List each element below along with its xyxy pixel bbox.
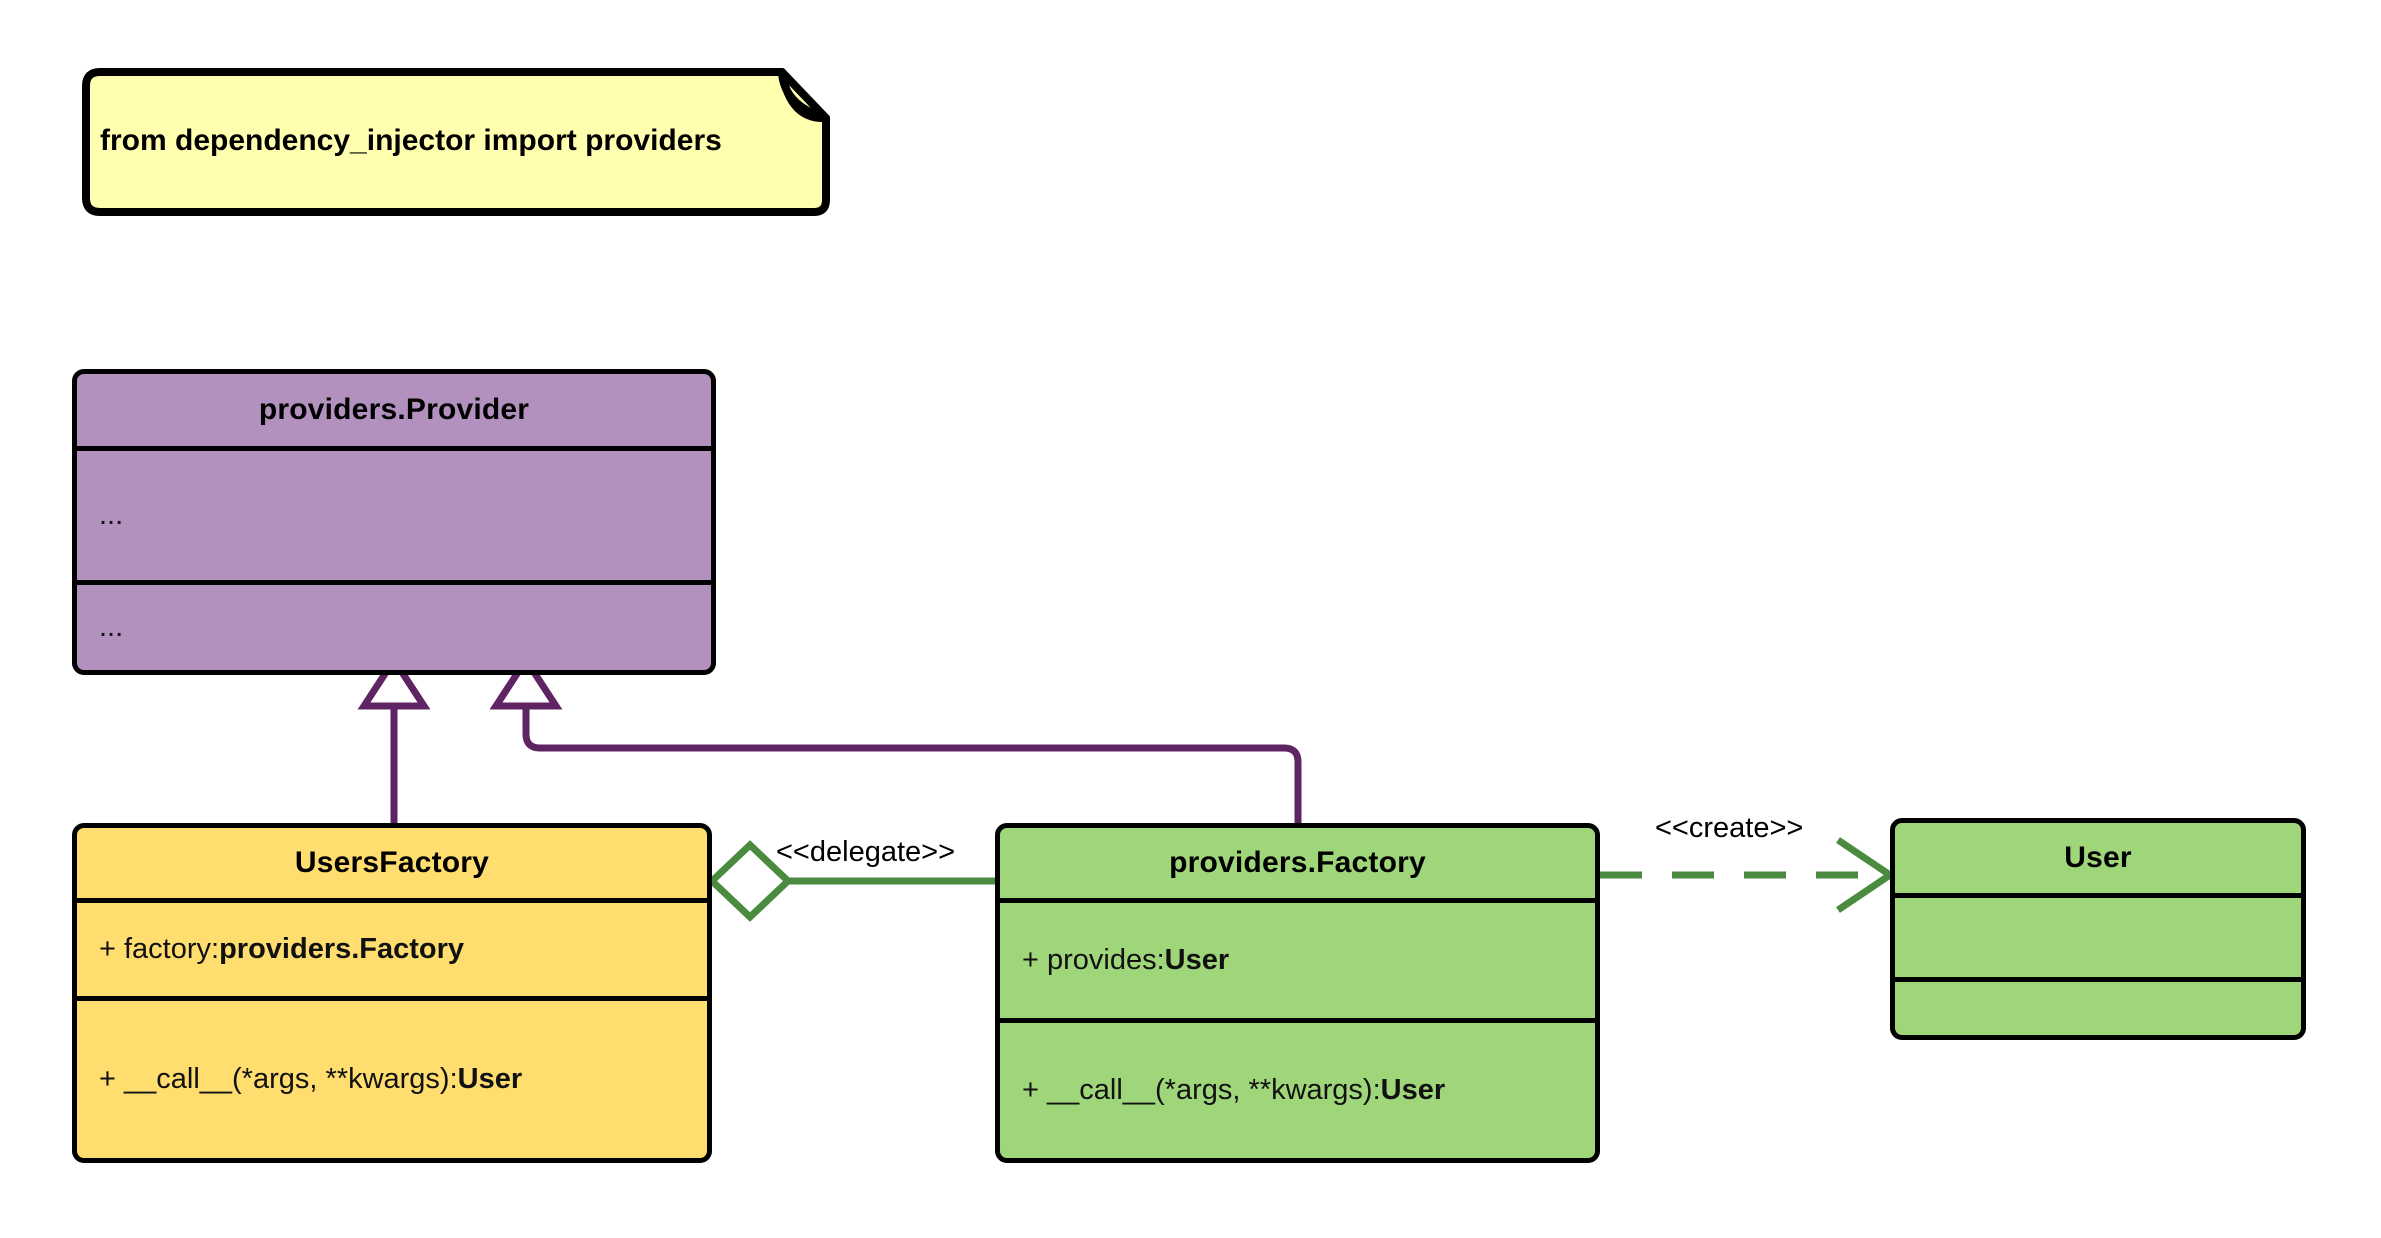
attribute-prefix: + factory: xyxy=(99,933,220,965)
attribute-type: providers.Factory xyxy=(219,933,465,965)
class-providers-factory[interactable]: providers.Factory + provides: User + __c… xyxy=(995,823,1600,1163)
method-type: User xyxy=(1380,1074,1446,1106)
generalization-usersfactory xyxy=(357,653,431,823)
note-text: from dependency_injector import provider… xyxy=(100,124,722,157)
attribute-type: User xyxy=(1164,944,1230,976)
generalization-providersfactory xyxy=(489,653,1302,823)
class-title-providers-factory: providers.Factory xyxy=(1169,846,1426,879)
class-title-user: User xyxy=(2064,841,2132,874)
class-attributes-providers-factory: + provides: User xyxy=(1000,898,1595,1018)
class-attributes-providers-provider: ... xyxy=(77,446,711,580)
edge-label-delegate: <<delegate>> xyxy=(776,836,956,868)
class-methods-user xyxy=(1895,977,2301,1035)
class-methods-users-factory: + __call__(*args, **kwargs): User xyxy=(77,996,707,1158)
class-title-users-factory: UsersFactory xyxy=(294,846,490,879)
class-user[interactable]: User xyxy=(1890,818,2306,1040)
method-prefix: + __call__(*args, **kwargs): xyxy=(1022,1074,1381,1106)
class-users-factory[interactable]: UsersFactory + factory: providers.Factor… xyxy=(72,823,712,1163)
class-title-providers-provider: providers.Provider xyxy=(258,393,530,426)
class-methods-providers-factory: + __call__(*args, **kwargs): User xyxy=(1000,1018,1595,1158)
class-methods-providers-provider: ... xyxy=(77,580,711,670)
note-import: from dependency_injector import provider… xyxy=(72,66,832,216)
class-providers-provider[interactable]: providers.Provider ... ... xyxy=(72,369,716,675)
edge-label-create: <<create>> xyxy=(1655,812,1804,844)
method-prefix: + __call__(*args, **kwargs): xyxy=(99,1063,458,1095)
attribute-prefix: + provides: xyxy=(1022,944,1165,976)
method-type: User xyxy=(457,1063,523,1095)
class-attributes-user xyxy=(1895,893,2301,977)
class-attributes-users-factory: + factory: providers.Factory xyxy=(77,898,707,996)
dependency-create xyxy=(1600,837,1897,913)
note-shape xyxy=(82,68,830,216)
